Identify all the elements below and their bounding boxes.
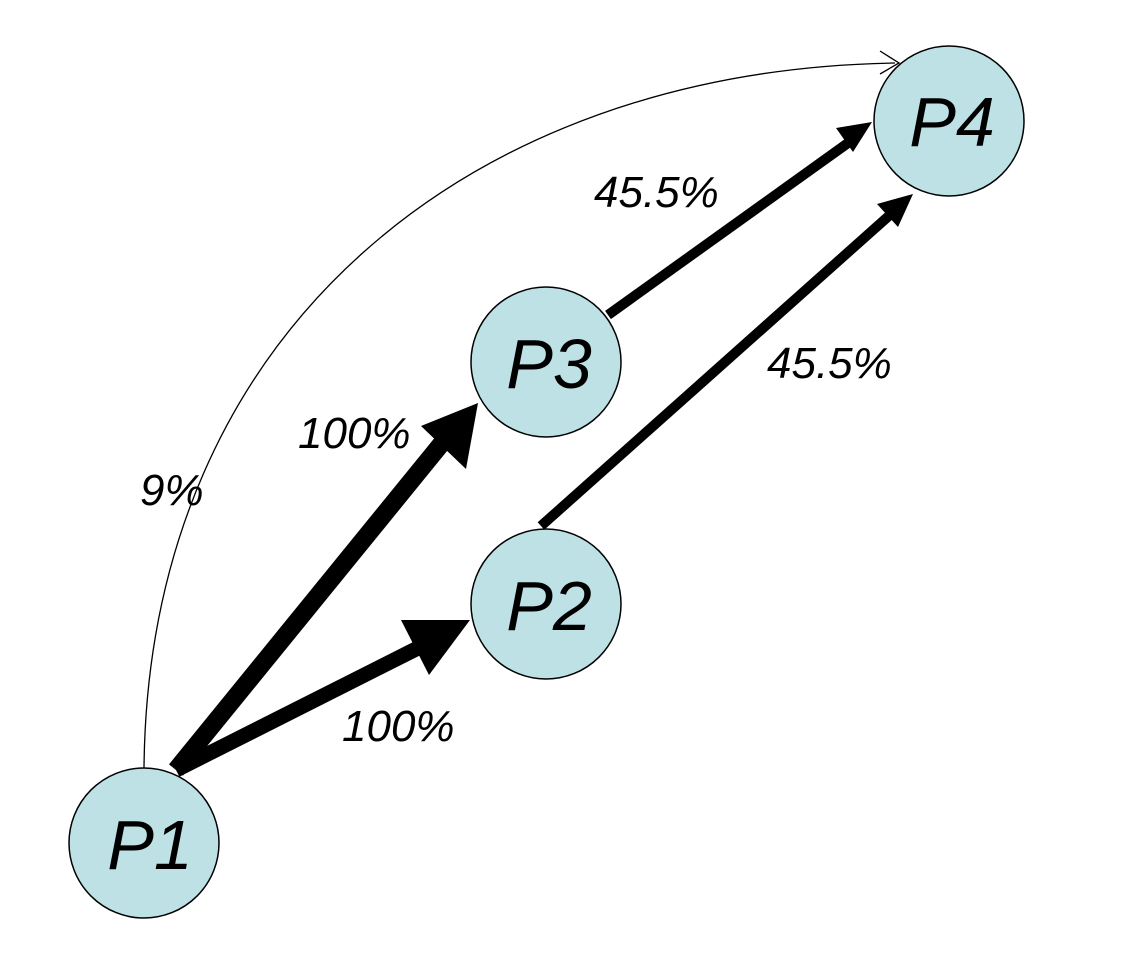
edge-p1-p4 xyxy=(143,50,901,769)
edge-p3-p4 xyxy=(605,122,872,320)
node-p3-circle xyxy=(470,286,622,438)
node-p1-label: P1 xyxy=(107,806,193,884)
node-p3: P3 xyxy=(470,286,622,438)
edge-p2-p4-line xyxy=(537,210,895,530)
edge-label-p2-p4: 45.5% xyxy=(767,339,892,388)
edge-p1-p3-line xyxy=(169,437,449,776)
edge-p2-p4-arrowhead xyxy=(877,194,913,227)
edge-p1-p3-arrowhead xyxy=(421,403,478,469)
edge-p1-p2-arrowhead xyxy=(401,620,470,675)
node-p2-circle xyxy=(470,528,622,680)
node-p4-label: P4 xyxy=(909,83,995,161)
node-p4-circle xyxy=(873,45,1025,197)
edge-label-p1-p2: 100% xyxy=(342,702,455,751)
node-p1: P1 xyxy=(68,767,220,919)
edge-p1-p3 xyxy=(169,403,478,776)
edge-label-p1-p3: 100% xyxy=(298,409,411,458)
edge-p1-p4-arrowhead xyxy=(879,50,901,75)
node-p2: P2 xyxy=(470,528,622,680)
node-p4: P4 xyxy=(873,45,1025,197)
node-p1-circle xyxy=(68,767,220,919)
edge-p1-p2 xyxy=(172,620,470,777)
node-p3-label: P3 xyxy=(506,325,592,403)
edge-p3-p4-arrowhead xyxy=(836,122,872,152)
edge-p3-p4-line xyxy=(605,138,851,320)
edge-label-p3-p4: 45.5% xyxy=(594,168,719,217)
edge-p1-p4-line xyxy=(143,62,896,769)
edge-p2-p4 xyxy=(537,194,913,530)
node-p2-label: P2 xyxy=(506,567,592,645)
edge-label-p1-p4: 9% xyxy=(140,466,204,515)
edge-p1-p2-line xyxy=(172,641,422,777)
